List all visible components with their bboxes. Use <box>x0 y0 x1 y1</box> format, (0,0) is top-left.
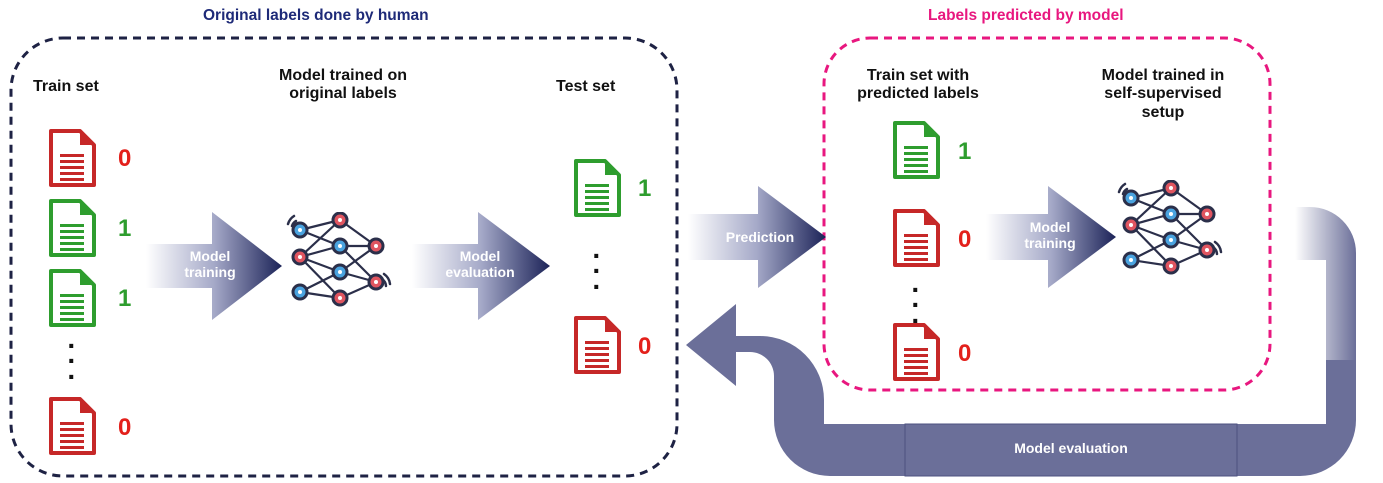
arrow-right-model-training <box>986 186 1116 288</box>
model-ss-line-2: self-supervised <box>1104 85 1222 103</box>
document-icon <box>893 209 940 267</box>
train-predicted-line-2: predicted labels <box>857 85 979 103</box>
predicted-label: 0 <box>958 226 972 253</box>
evaluation-arrow-label: Model evaluation <box>430 248 530 280</box>
train-label: 1 <box>118 285 132 312</box>
test-label: 1 <box>638 175 652 202</box>
loop-arrow <box>686 207 1356 477</box>
model-self-supervised-label: Model trained in self-supervised setup <box>1078 67 1248 122</box>
right-training-line-1: Model <box>1029 219 1071 235</box>
left-training-line-1: Model <box>189 248 231 264</box>
train-predicted-line-1: Train set with <box>866 67 970 84</box>
document-icon <box>49 199 96 257</box>
train-predicted-label: Train set with predicted labels <box>838 67 998 104</box>
right-training-line-2: training <box>1024 235 1076 252</box>
train-label: 1 <box>118 215 132 242</box>
neural-network-icon <box>1117 180 1223 275</box>
evaluation-line-1: Model <box>459 248 501 264</box>
document-icon <box>49 129 96 187</box>
document-icon <box>574 316 621 374</box>
document-icon <box>49 397 96 455</box>
train-label: 0 <box>118 414 132 441</box>
loop-arrow-label: Model evaluation <box>1014 440 1128 456</box>
model-original-label: Model trained on original labels <box>258 67 428 104</box>
predicted-label: 1 <box>958 138 972 165</box>
evaluation-line-2: evaluation <box>445 264 515 281</box>
left-group-box <box>9 36 679 478</box>
document-icon <box>893 121 940 179</box>
arrow-prediction <box>688 186 826 288</box>
model-original-line-1: Model trained on <box>279 67 407 84</box>
train-ellipsis: ··· <box>67 330 77 392</box>
predicted-label: 0 <box>958 340 972 367</box>
document-icon <box>574 159 621 217</box>
prediction-arrow-label: Prediction <box>725 229 795 245</box>
left-training-line-2: training <box>184 264 236 281</box>
model-ss-line-1: Model trained in <box>1101 67 1225 84</box>
arrow-model-evaluation <box>412 212 550 320</box>
arrow-left-model-training <box>146 212 282 320</box>
right-training-arrow-label: Model training <box>1000 219 1100 251</box>
model-ss-line-3: setup <box>1141 103 1185 121</box>
right-box-title: Labels predicted by model <box>928 7 1124 24</box>
test-set-label: Test set <box>556 78 616 95</box>
left-box-title: Original labels done by human <box>203 7 429 24</box>
test-ellipsis: ··· <box>592 240 602 302</box>
train-set-label: Train set <box>33 78 99 95</box>
train-label: 0 <box>118 145 132 172</box>
model-original-line-2: original labels <box>289 85 397 103</box>
test-label: 0 <box>638 333 652 360</box>
neural-network-icon <box>286 212 392 307</box>
predicted-ellipsis: ··· <box>911 274 921 336</box>
document-icon <box>49 269 96 327</box>
left-training-arrow-label: Model training <box>160 248 260 280</box>
